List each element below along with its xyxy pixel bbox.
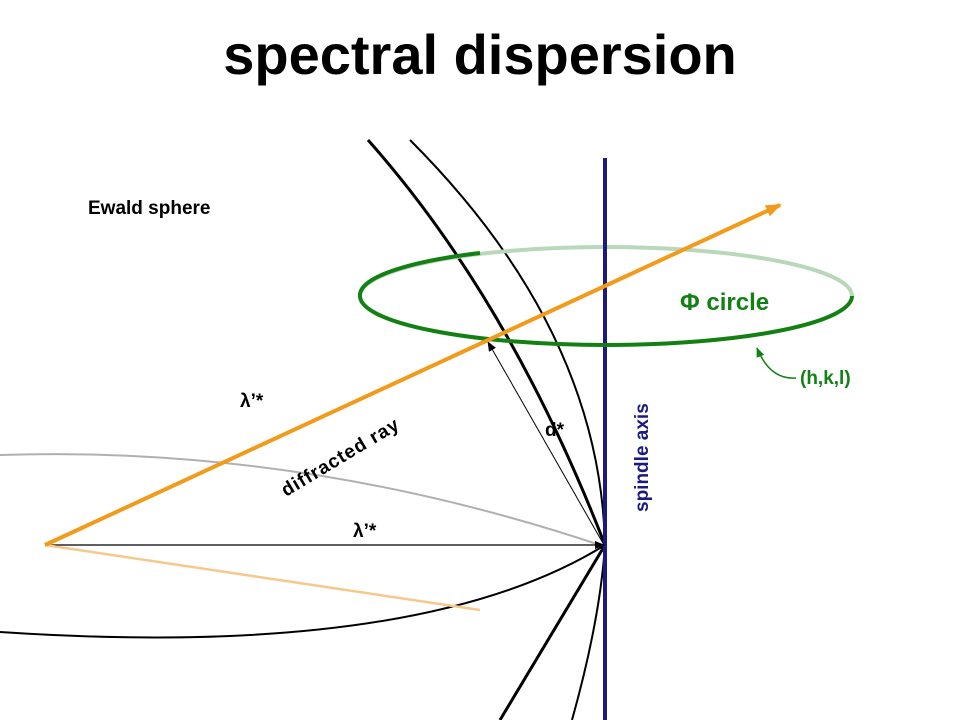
page-title: spectral dispersion [223, 23, 737, 86]
equator-front-arc [0, 544, 606, 639]
d-star-vector [487, 341, 605, 546]
hkl-pointer-arrow [756, 347, 797, 379]
equator-back-arc [0, 453, 601, 546]
diffracted-ray-arrow [44, 203, 782, 547]
lambda-lower-label: λ’* [353, 521, 377, 542]
phi-circle-front [358, 295, 854, 347]
d-star-label: d* [545, 420, 565, 441]
ewald-sphere-label: Ewald sphere [88, 198, 211, 219]
ewald-sphere-arc-inner [366, 139, 607, 720]
phi-circle-label: Φ circle [680, 289, 769, 316]
faded-ray [44, 543, 481, 612]
lambda-upper-label: λ’* [240, 391, 264, 412]
spindle-axis-label: spindle axis [632, 403, 653, 512]
phi-circle-back-dark [357, 251, 481, 297]
hkl-label: (h,k,l) [800, 368, 851, 389]
ewald-sphere-arc-outer [409, 139, 607, 720]
